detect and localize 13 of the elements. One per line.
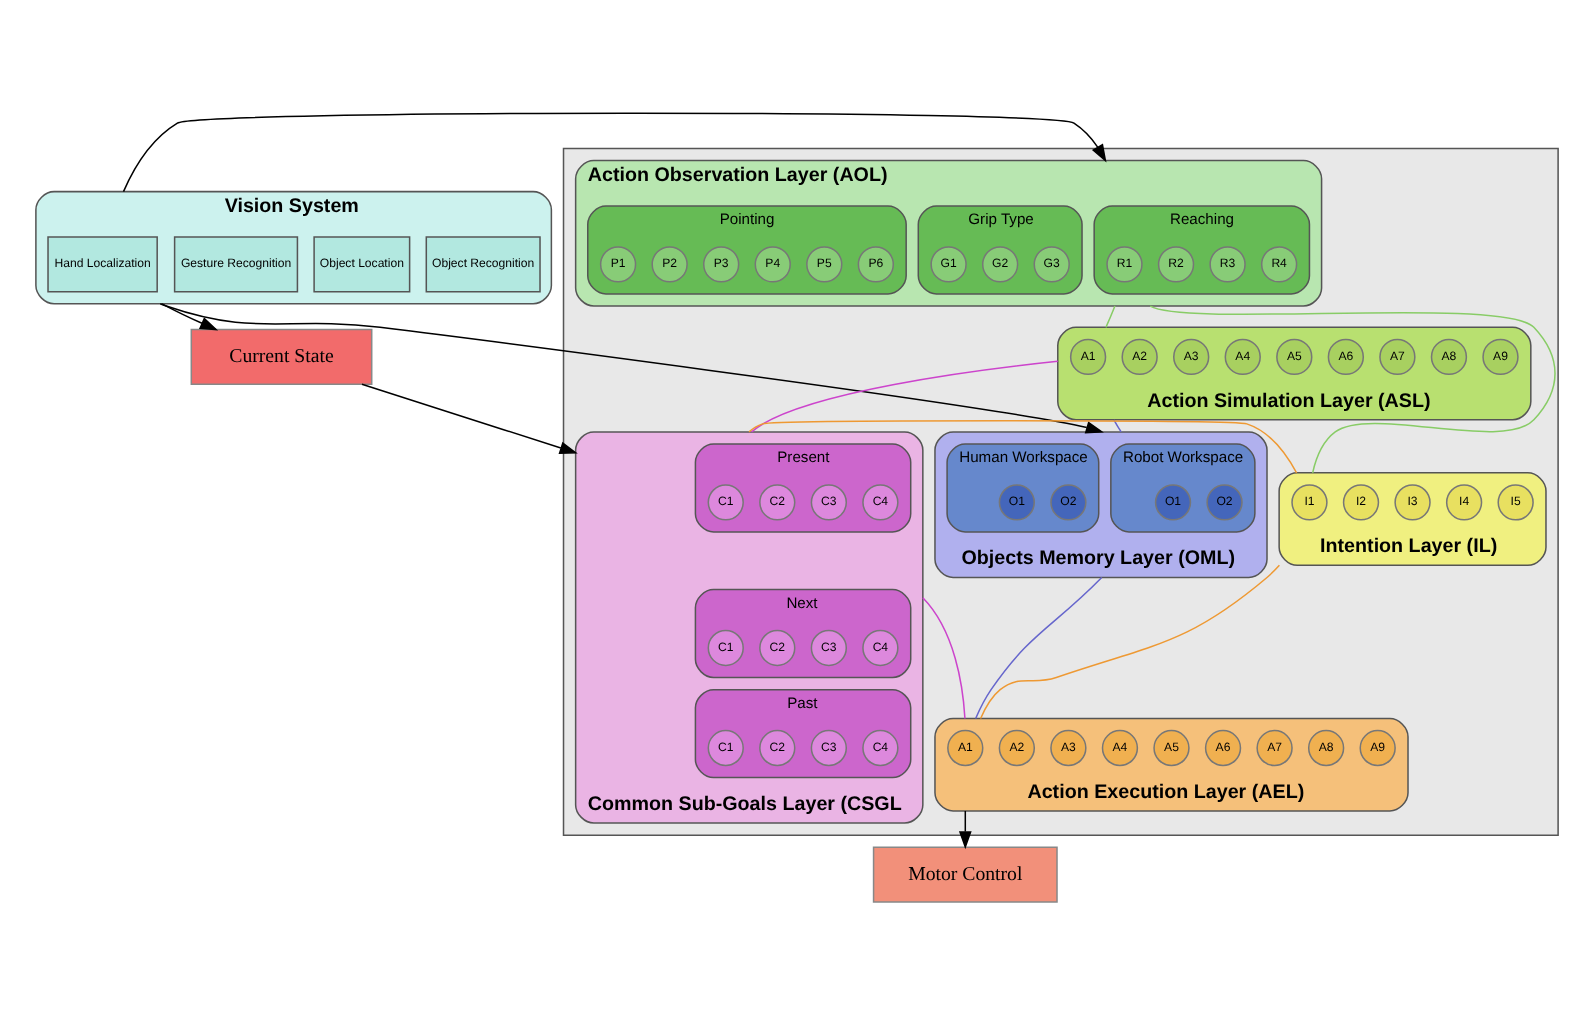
connector [1105, 305, 1116, 329]
node-box: Current State [190, 328, 373, 385]
node-box: Motor Control [872, 846, 1058, 903]
connector [922, 597, 966, 720]
arrow [361, 383, 578, 454]
arrow [159, 303, 1104, 434]
connector [1149, 305, 1556, 474]
connector [750, 360, 1059, 433]
connector [974, 576, 1103, 720]
arrow [958, 810, 972, 850]
arrow [122, 112, 1107, 193]
connector [979, 564, 1281, 720]
arrow [161, 303, 219, 331]
